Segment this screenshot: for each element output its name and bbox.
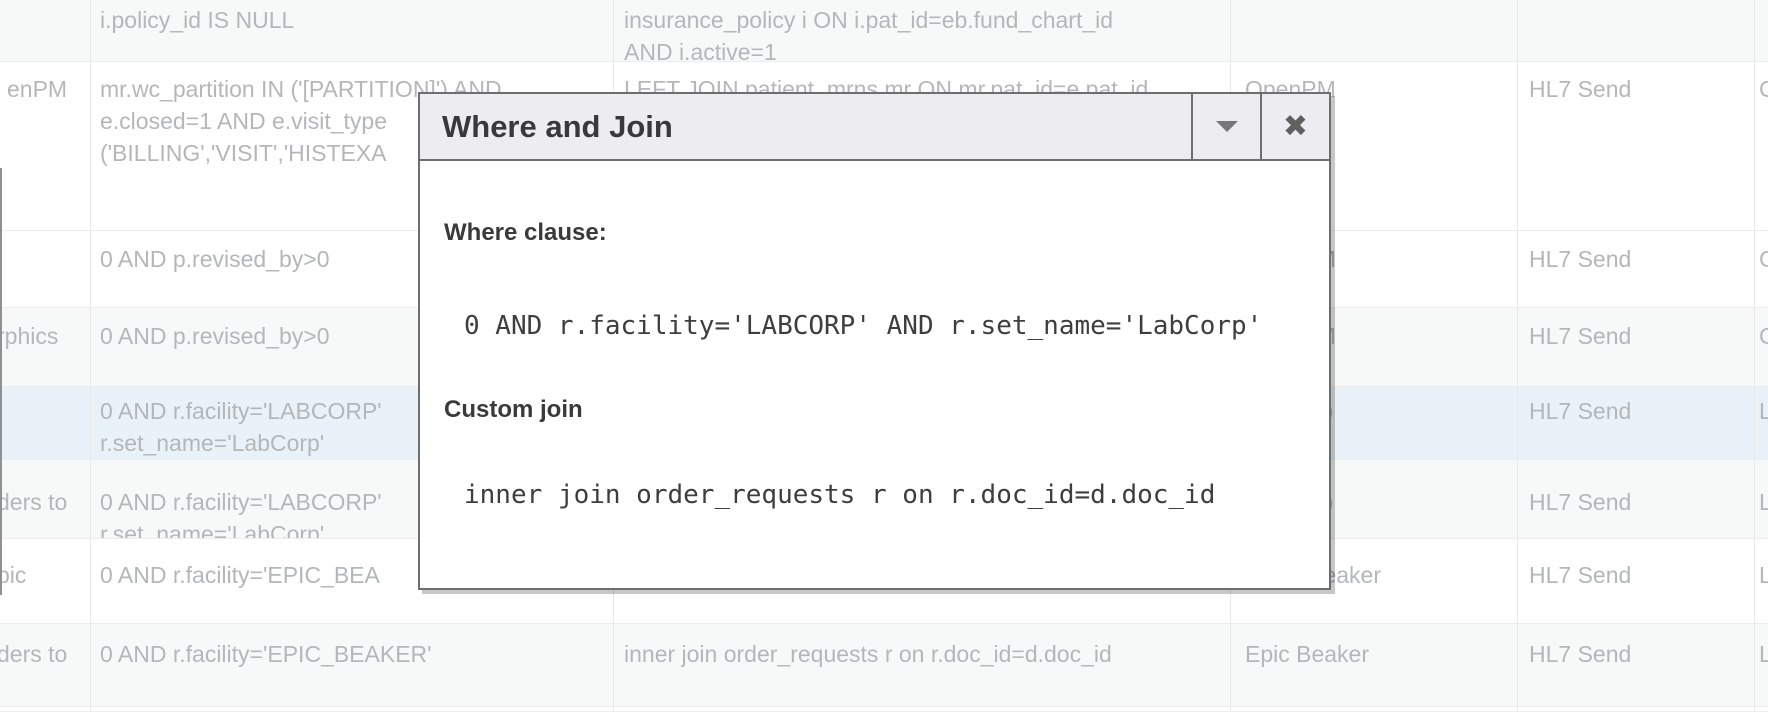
table-cell-overflow-partial: C: [1759, 76, 1768, 102]
custom-join-label: Custom join: [444, 396, 583, 423]
window-edge-line: [0, 168, 2, 595]
table-cell-join-clause: [614, 707, 1231, 711]
table-cell-overflow-partial: [1755, 0, 1768, 61]
table-cell-send-type: HL7 Send: [1518, 539, 1755, 623]
table-cell-overflow-partial: C: [1759, 323, 1768, 349]
table-cell-join-clause: inner join order_requests r on r.doc_id=…: [614, 624, 1231, 706]
dialog-title: Where and Join: [442, 109, 673, 144]
table-cell-source-partial: enPM: [0, 62, 91, 230]
custom-join-value: inner join order_requests r on r.doc_id=…: [464, 480, 1216, 510]
table-cell-source-partial: ders to: [0, 460, 91, 538]
table-cell-join-clause: insurance_policy i ON i.pat_id=eb.fund_c…: [614, 0, 1231, 61]
table-cell-source-partial: [0, 0, 91, 61]
dialog-titlebar[interactable]: Where and Join ✖: [420, 94, 1329, 161]
table-cell-send-type: HL7 Send: [1518, 387, 1755, 459]
table-cell-send-type: HL7 Send: [1518, 231, 1755, 307]
table-cell-where-clause: i.policy_id IS NULL: [91, 0, 614, 61]
table-cell-source-partial: [0, 707, 91, 711]
table-cell-source-partial: ders to: [0, 624, 91, 706]
table-cell-send-type: [1518, 707, 1755, 711]
table-cell-where-clause: 0 AND r.facility='EPIC_BEAKER': [91, 624, 614, 706]
table-cell-target-system: [1231, 707, 1518, 711]
where-and-join-dialog: Where and Join ✖ Where clause: 0 AND r.f…: [418, 92, 1331, 590]
collapse-button[interactable]: [1191, 94, 1260, 159]
table-cell-source-partial: [0, 231, 91, 307]
table-cell-send-type: HL7 Send: [1518, 62, 1755, 230]
table-cell-where-clause: 0 AND r.facility='LABCORP' r.set_name='L…: [91, 387, 614, 459]
table-cell-send-type: HL7 Send: [1518, 460, 1755, 538]
dialog-body: Where clause: 0 AND r.facility='LABCORP'…: [420, 218, 1329, 512]
table-cell-where-clause: 0 AND r.facility='LABCORP' r.set_name='L…: [91, 460, 614, 538]
table-cell-overflow-partial: C: [1759, 246, 1768, 272]
table-cell-where-clause: 0 AND p.revised_by>0: [91, 231, 614, 307]
table-cell-send-type: [1518, 0, 1755, 61]
table-cell-send-type: HL7 Send: [1518, 624, 1755, 706]
table-cell-overflow-partial: L: [1759, 562, 1768, 588]
close-icon: ✖: [1282, 108, 1309, 144]
table-cell-source-partial: [0, 387, 91, 459]
table-cell-overflow-partial: L: [1759, 398, 1768, 424]
table-cell-where-clause: 0 AND p.revised_by>0: [91, 308, 614, 386]
caret-down-icon: [1215, 121, 1238, 132]
table-cell-source-partial: rphics: [0, 308, 91, 386]
close-button[interactable]: ✖: [1260, 94, 1329, 159]
table-cell-where-clause: [91, 707, 614, 711]
table-cell-overflow-partial: L: [1759, 489, 1768, 515]
table-cell-source-partial: pic: [0, 539, 91, 623]
where-clause-value: 0 AND r.facility='LABCORP' AND r.set_nam…: [464, 311, 1263, 341]
table-row[interactable]: [0, 707, 1768, 712]
table-cell-send-type: HL7 Send: [1518, 308, 1755, 386]
table-cell-overflow-partial: [1755, 707, 1768, 711]
table-cell-where-clause: 0 AND r.facility='EPIC_BEA: [91, 539, 614, 623]
table-cell-target-system: [1231, 0, 1518, 61]
table-cell-overflow-partial: L: [1759, 641, 1768, 667]
where-clause-label: Where clause:: [444, 219, 607, 246]
table-cell-target-system: Epic Beaker: [1231, 624, 1518, 706]
